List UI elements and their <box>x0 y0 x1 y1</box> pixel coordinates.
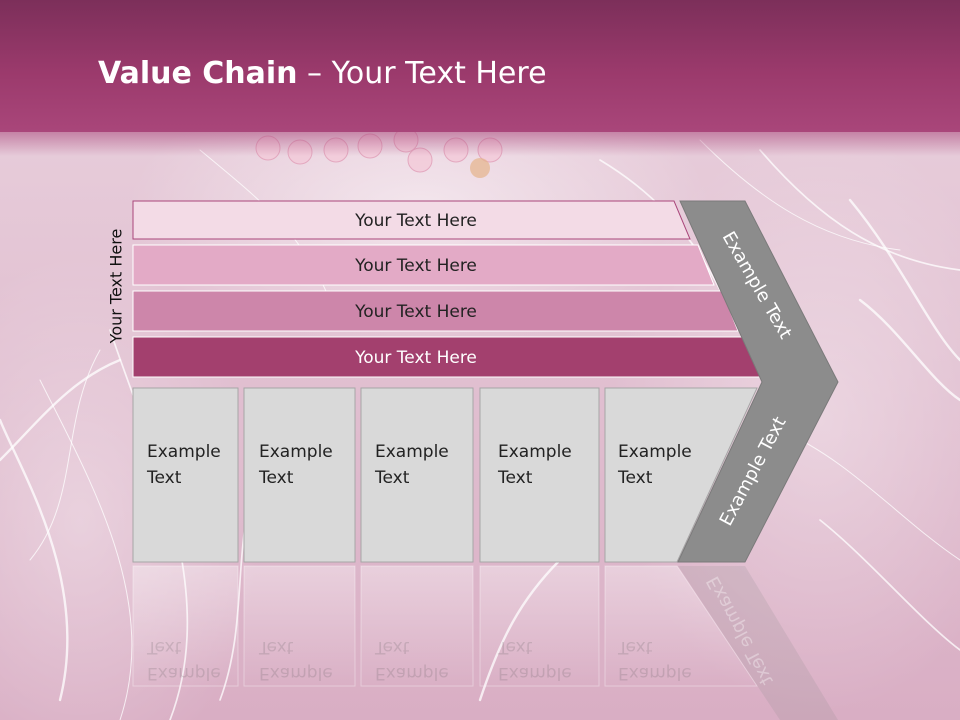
hair-strand <box>848 198 960 362</box>
label-line-1: Example <box>618 442 692 462</box>
hair-strand <box>0 358 122 462</box>
example-box <box>604 387 758 563</box>
example-box-reflection <box>132 565 239 687</box>
hair-strand <box>858 298 960 402</box>
example-box-reflection <box>360 565 474 687</box>
value-bar <box>132 244 715 286</box>
chevron-reflection <box>678 566 838 720</box>
example-box <box>479 387 600 563</box>
title-rest: – Your Text Here <box>297 56 547 91</box>
label-line-1: Example <box>498 442 572 462</box>
hair-strand <box>699 139 901 251</box>
bar-label: Your Text Here <box>354 256 477 276</box>
hair-strand <box>0 418 69 702</box>
label-line-1: Example <box>259 442 333 462</box>
bar-label: Your Text Here <box>354 302 477 322</box>
example-box <box>132 387 239 563</box>
value-bar <box>132 290 739 332</box>
example-box <box>360 387 474 563</box>
label-line-2: Text <box>259 468 294 488</box>
hair-strand <box>819 519 960 651</box>
title-bold: Value Chain <box>98 56 298 91</box>
label-line-2: Text <box>147 468 182 488</box>
example-box <box>243 387 356 563</box>
hair-strand <box>39 379 133 720</box>
hair-strand <box>759 149 960 271</box>
chevron-arrow <box>677 200 839 563</box>
label-line-1: Example <box>375 442 449 462</box>
value-bar <box>132 200 691 240</box>
flower-decoration <box>470 158 490 178</box>
bar-label: Your Text Here <box>354 348 477 368</box>
label-line-2: Text <box>375 468 410 488</box>
example-box-reflection <box>243 565 356 687</box>
bar-label: Your Text Here <box>354 211 477 231</box>
label-line-2: Text <box>618 468 653 488</box>
label-line-2: Text <box>498 468 533 488</box>
example-box-reflection <box>479 565 600 687</box>
label-line-1: Example <box>147 442 221 462</box>
example-box-reflection <box>604 565 758 687</box>
slide-title: Value Chain – Your Text Here <box>98 54 547 94</box>
title-bar: Value Chain – Your Text Here <box>0 0 960 156</box>
